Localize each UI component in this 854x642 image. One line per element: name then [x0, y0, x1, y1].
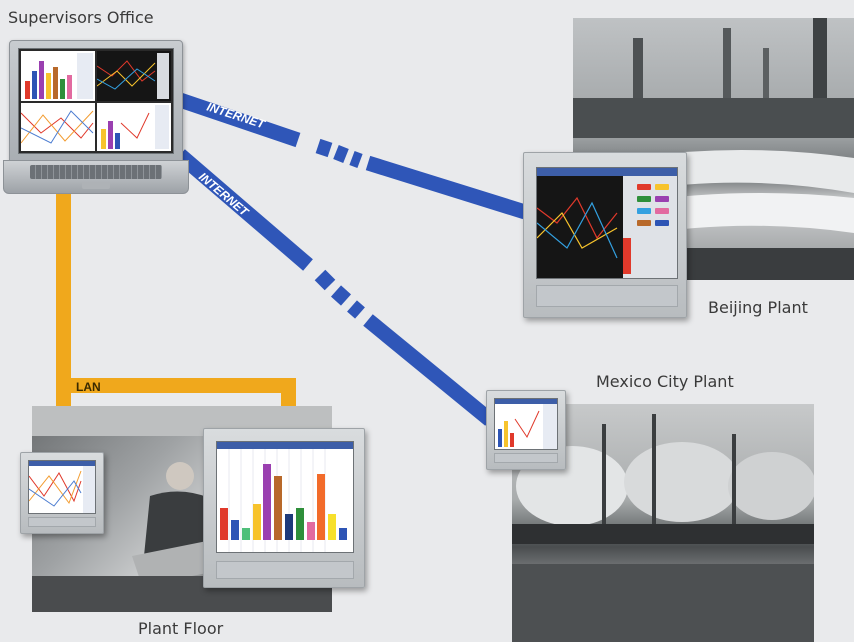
internet-label-2: INTERNET [196, 170, 252, 220]
mexico-recorder-screen [494, 398, 558, 450]
plant-floor-large-recorder-keypad [216, 561, 354, 579]
laptop-bar-chart-panel [21, 51, 95, 101]
laptop-keyboard [30, 165, 162, 179]
internet-connection-beijing [177, 92, 528, 220]
internet-dash-1b [333, 145, 349, 163]
laptop-screen [18, 48, 174, 154]
supervisors-office-label: Supervisors Office [8, 8, 154, 27]
internet-dash-2c [347, 300, 365, 319]
laptop-trend-panel-light [21, 103, 95, 151]
internet-dash-1a [315, 138, 333, 158]
trend-chart-icon [21, 110, 94, 144]
plant-floor-small-recorder-icon [20, 452, 104, 534]
trend-chart-icon [29, 461, 95, 513]
laptop-icon [9, 40, 183, 162]
laptop-keyboard-base [3, 160, 189, 194]
trend-chart-icon [97, 53, 169, 99]
beijing-recorder-icon [523, 152, 687, 318]
internet-connection-mexico [175, 149, 495, 426]
bar-chart-icon [101, 105, 169, 149]
internet-line-2a [175, 149, 313, 271]
plant-floor-small-recorder-keypad [28, 517, 96, 527]
mexico-recorder-icon [486, 390, 566, 470]
mexico-city-tanks-photo [512, 404, 814, 642]
internet-line-1a [177, 92, 301, 148]
beijing-recorder-screen [536, 167, 678, 279]
beijing-recorder-keypad [536, 285, 678, 307]
bar-chart-icon [217, 442, 353, 552]
plant-floor-label: Plant Floor [138, 619, 224, 638]
mexico-recorder-keypad [494, 453, 558, 463]
lan-label: LAN [76, 380, 101, 394]
trend-chart-icon [537, 168, 677, 278]
plant-floor-small-recorder-screen [28, 460, 96, 514]
lan-line-vertical [56, 190, 71, 470]
bar-chart-icon [495, 399, 557, 449]
laptop-trend-panel-dark [97, 51, 171, 101]
lan-line-horizontal [56, 378, 296, 393]
mexico-city-plant-label: Mexico City Plant [596, 372, 734, 391]
beijing-plant-label: Beijing Plant [708, 298, 808, 317]
internet-dash-2b [330, 285, 352, 306]
bar-chart-icon [25, 53, 93, 99]
internet-line-1b [365, 155, 528, 220]
plant-floor-large-recorder-screen [216, 441, 354, 553]
laptop-bar-trend-panel [97, 103, 171, 151]
internet-line-2b [363, 314, 495, 426]
plant-floor-large-recorder-icon [203, 428, 365, 588]
internet-dash-2a [314, 269, 336, 291]
storage-tanks [512, 414, 814, 642]
laptop-touchpad [82, 182, 110, 189]
internet-dash-1c [349, 150, 363, 169]
